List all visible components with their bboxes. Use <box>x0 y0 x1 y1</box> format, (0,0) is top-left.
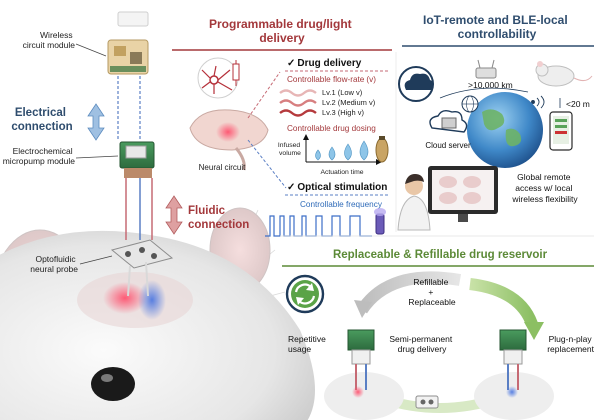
smartphone-icon <box>549 111 573 151</box>
refill-replace-label: Refillable + Replaceable <box>408 277 456 307</box>
electrochemical-micropump-label: Electrochemical micropump module <box>3 146 76 166</box>
frequency-label: Controllable frequency <box>300 200 383 209</box>
actuation-time-label: Actuation time <box>320 169 363 176</box>
plug-n-play-label: Plug-n-play replacement <box>547 334 594 354</box>
electrochemical-micropump-module-device <box>119 141 155 178</box>
optofluidic-neural-probe-device <box>110 239 174 297</box>
optofluidic-neural-probe-label: Optofluidic neural probe <box>30 254 78 274</box>
rat-eye <box>91 367 135 401</box>
refresh-icon <box>285 274 325 314</box>
syringe-icon <box>232 60 240 86</box>
dosing-axes <box>303 134 382 165</box>
programmable-panel: Programmable drug/light delivery Neur <box>172 17 392 237</box>
level-1-label: Lv.1 (Low v) <box>322 88 363 97</box>
fluidic-double-arrow <box>165 195 183 235</box>
neural-circuit-label: Neural circuit <box>199 163 246 172</box>
reservoir-panel: Replaceable & Refillable drug reservoir … <box>282 249 595 420</box>
electrical-connection-label: Electrical connection <box>11 107 72 133</box>
leader-lines <box>75 43 119 265</box>
drug-delivery-heading: ✓Drug delivery <box>287 58 362 69</box>
wireless-circuit-module-label: Wireless circuit module <box>23 30 76 50</box>
repetitive-usage-label: Repetitive usage <box>288 334 328 354</box>
flow-waves <box>279 89 317 117</box>
flow-rate-label: Controllable flow-rate(v) <box>287 75 376 84</box>
world-icon <box>461 95 479 113</box>
cloud-server-icon <box>429 109 468 133</box>
connector-lines <box>117 76 153 240</box>
reservoir-title: Replaceable & Refillable drug reservoir <box>333 249 548 261</box>
light-source-icon <box>374 208 386 235</box>
brain-red-glow <box>103 282 147 314</box>
programmable-title: Programmable drug/light delivery <box>209 17 355 45</box>
brain-icon <box>189 109 269 171</box>
light-link-line <box>247 139 287 189</box>
neuron-icon <box>197 57 239 99</box>
distance-near-label: <20 m <box>566 99 590 109</box>
wireless-signal-icon <box>531 95 545 109</box>
iot-panel: IoT-remote and BLE-local controllability… <box>397 13 594 231</box>
semi-permanent-label: Semi-permanent drug delivery <box>389 334 454 354</box>
center-reservoir-cartridge <box>415 395 439 409</box>
right-reservoir-device <box>474 329 554 420</box>
brain-blue-glow <box>138 280 166 320</box>
iot-title: IoT-remote and BLE-local controllability <box>423 13 571 41</box>
researcher-at-monitor <box>397 166 498 231</box>
left-reservoir-device <box>324 329 404 420</box>
frequency-pulse-wave <box>265 215 372 237</box>
router-icon <box>475 59 497 79</box>
wireless-circuit-module-device <box>107 11 149 75</box>
electrical-double-arrow <box>87 103 105 141</box>
infused-volume-label: Infused volume <box>278 142 302 157</box>
cloud-server-label: Cloud server <box>425 141 471 150</box>
level-3-label: Lv.3 (High v) <box>322 108 364 117</box>
optical-stimulation-heading: ✓Optical stimulation <box>287 182 387 193</box>
dosing-vial-icon <box>375 136 389 163</box>
distance-far-label: >10,000 km <box>468 80 513 90</box>
cloud-icon <box>398 66 434 102</box>
drug-dosing-label: Controllable drug dosing <box>287 124 376 133</box>
small-rat-icon <box>535 61 593 87</box>
rat-illustration <box>0 207 315 420</box>
refill-arrow-green <box>469 278 538 327</box>
level-2-label: Lv.2 (Medium v) <box>322 98 376 107</box>
dosing-droplets <box>315 140 369 161</box>
fluidic-connection-label: Fluidic connection <box>188 205 249 231</box>
drug-link-line <box>247 71 281 119</box>
global-access-label: Global remote access w/ local wireless f… <box>511 172 578 204</box>
